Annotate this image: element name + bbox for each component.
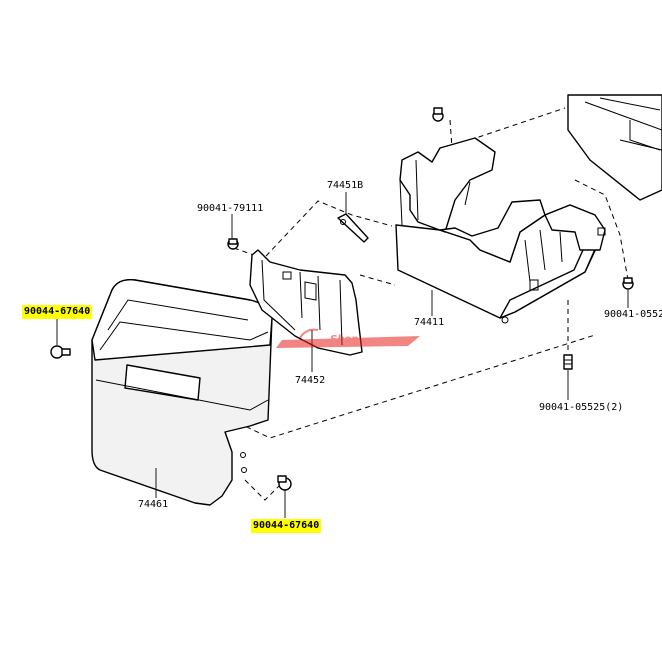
part-label-90044-67640-left: 90044-67640	[22, 305, 93, 319]
insulator-74452	[249, 249, 363, 356]
part-label-74452: 74452	[295, 375, 326, 386]
watermark-logo: Shop	[276, 328, 420, 348]
battery-tray-bracket-74411	[395, 137, 606, 324]
part-label-90041-05525: 90041-05525(2)	[539, 402, 624, 413]
bolt-icon	[622, 277, 634, 290]
bolt-icon	[50, 345, 71, 359]
battery-block	[567, 94, 662, 201]
part-label-90044-67640-bottom: 90044-67640	[251, 519, 322, 533]
bolt-icon	[563, 354, 573, 370]
clip-icon	[337, 213, 369, 243]
bolt-icon	[227, 238, 239, 250]
leader-lines	[56, 192, 629, 518]
svg-text:Shop: Shop	[330, 334, 358, 345]
part-label-74461: 74461	[138, 499, 169, 510]
bolt-icon	[277, 475, 292, 491]
battery-cover-74461	[91, 279, 273, 506]
part-label-90041-0552: 90041-0552	[604, 309, 662, 320]
part-label-90041-79111: 90041-79111	[197, 203, 264, 214]
bolt-icon	[432, 107, 444, 122]
part-label-74451b: 74451B	[327, 180, 364, 191]
part-label-74411: 74411	[414, 317, 445, 328]
